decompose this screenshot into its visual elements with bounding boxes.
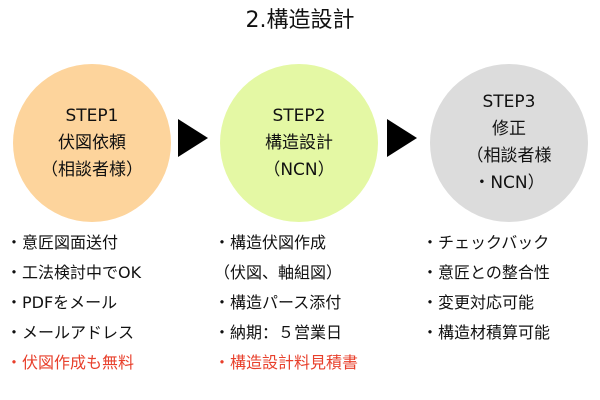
arrow-right-icon (387, 119, 417, 157)
list-item: ・チェックバック (422, 233, 550, 252)
list-item: ・構造設計料見積書 (214, 353, 359, 372)
list-item: （伏図、軸組図） (214, 263, 343, 282)
step1-name: 伏図依頼 (58, 132, 126, 153)
list-item: ・PDFをメール (6, 293, 118, 312)
arrow-right-icon (178, 119, 208, 157)
list-item: ・構造パース添付 (214, 293, 342, 312)
step2-name: 構造設計 (265, 132, 333, 153)
step2-circle: STEP2 構造設計 （NCN） (220, 64, 378, 222)
list-item: ・伏図作成も無料 (6, 353, 135, 372)
list-item: ・工法検討中でOK (6, 263, 142, 282)
step1-label: STEP1 (65, 105, 119, 126)
page-title: 2.構造設計 (245, 8, 355, 33)
step2-label: STEP2 (272, 105, 326, 126)
list-item: ・意匠図面送付 (6, 233, 119, 252)
step3-detail-list: ・チェックバック ・意匠との整合性 ・変更対応可能 ・構造材積算可能 (422, 228, 550, 348)
step3-actor-line2: ・NCN） (473, 173, 545, 193)
step3-label: STEP3 (482, 92, 536, 112)
step1-circle: STEP1 伏図依頼 （相談者様） (13, 64, 171, 222)
list-item: ・納期：５営業日 (214, 323, 343, 342)
list-item: ・意匠との整合性 (422, 263, 550, 282)
list-item: ・変更対応可能 (422, 293, 535, 312)
step2-actor: （NCN） (263, 159, 335, 180)
step1-detail-list: ・意匠図面送付 ・工法検討中でOK ・PDFをメール ・メールアドレス ・伏図作… (6, 228, 141, 378)
step2-detail-list: ・構造伏図作成 （伏図、軸組図） ・構造パース添付 ・納期：５営業日 ・構造設計… (214, 228, 358, 378)
step1-actor: （相談者様） (41, 159, 143, 180)
step3-circle: STEP3 修正 （相談者様 ・NCN） (430, 64, 588, 222)
list-item: ・メールアドレス (6, 323, 135, 342)
list-item: ・構造材積算可能 (422, 323, 551, 342)
step3-name: 修正 (492, 119, 526, 139)
list-item: ・構造伏図作成 (214, 233, 327, 252)
step3-actor-line1: （相談者様 (466, 146, 552, 166)
